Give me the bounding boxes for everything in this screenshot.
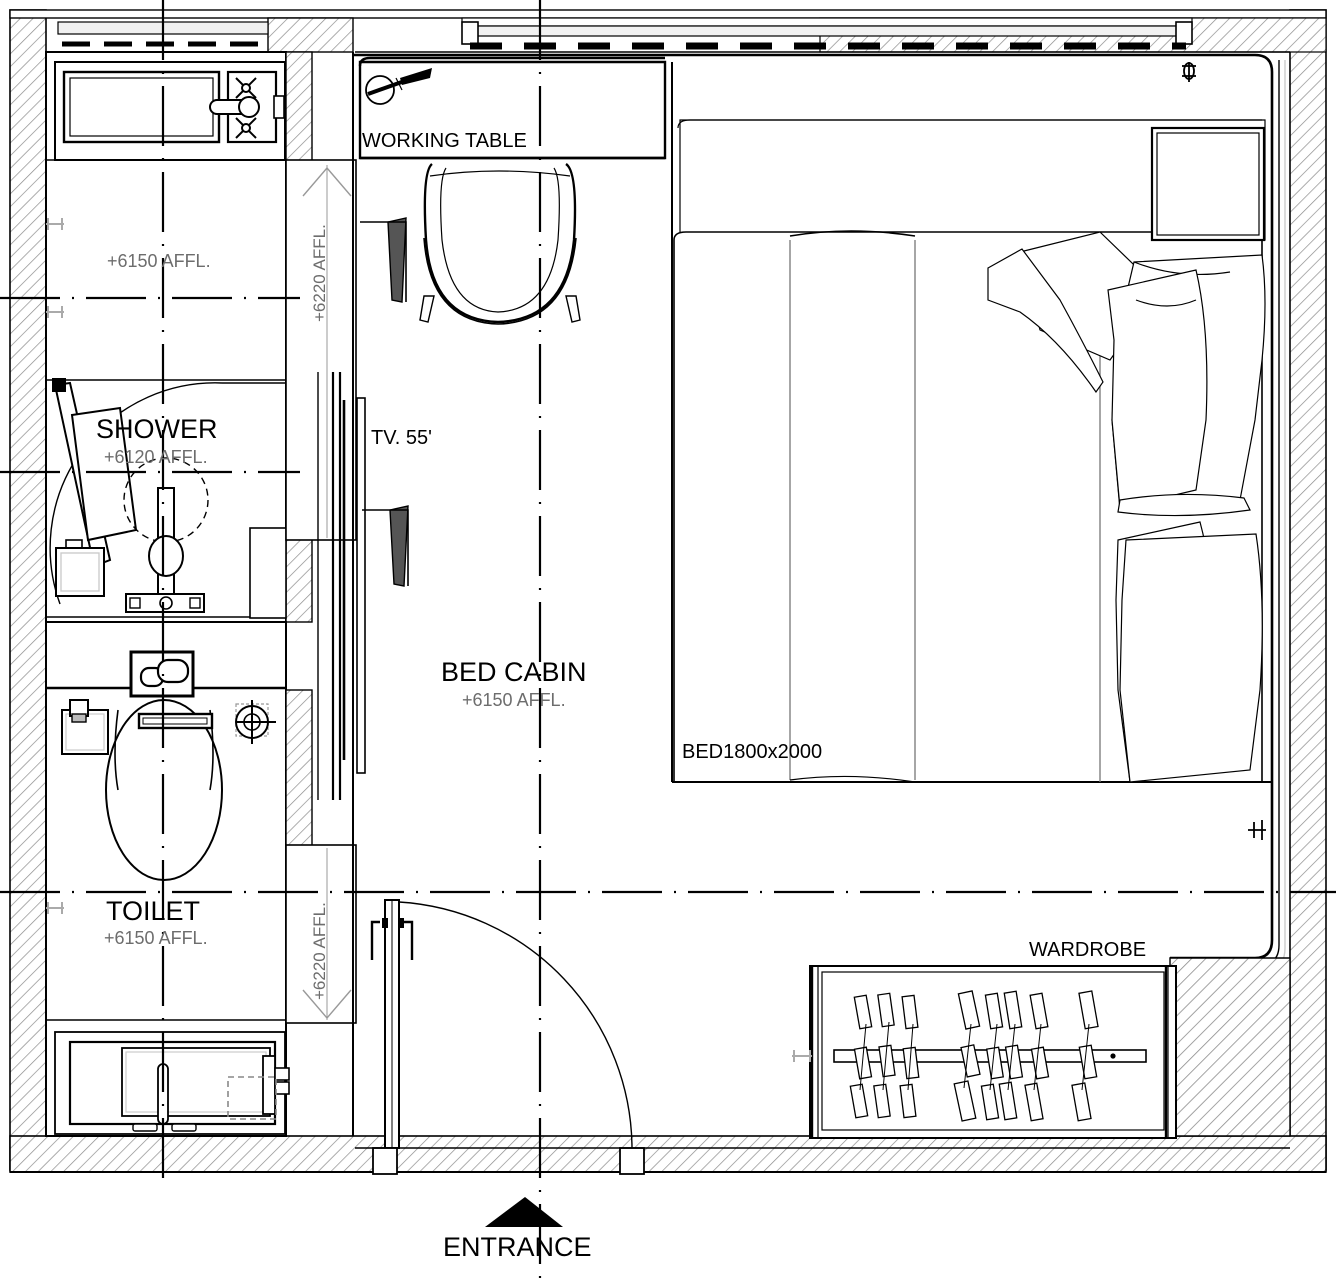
outer-walls xyxy=(9,9,1327,1173)
working-table-label: WORKING TABLE xyxy=(362,130,527,152)
bed-size-label: BED1800x2000 xyxy=(682,741,823,763)
corridor-elevation-upper-label: +6220 AFFL. xyxy=(310,224,329,322)
working-table xyxy=(358,56,667,160)
entrance-arrow xyxy=(485,1197,563,1227)
wardrobe-label: WARDROBE xyxy=(1029,939,1147,961)
bath-elevation-label: +6150 AFFL. xyxy=(107,251,211,271)
wall-bracket-right xyxy=(1248,820,1266,840)
tv-panel xyxy=(317,372,366,800)
nightstand xyxy=(1150,62,1266,242)
pillows xyxy=(1107,254,1266,783)
entrance-label: ENTRANCE xyxy=(443,1232,592,1262)
shower-elevation-label: +6120 AFFL. xyxy=(104,447,208,467)
toilet-elevation-label: +6150 AFFL. xyxy=(104,928,208,948)
reading-lamp xyxy=(1182,62,1196,82)
shower-room-label: SHOWER xyxy=(96,414,218,444)
bathtub-vanity-top xyxy=(54,21,286,161)
wardrobe xyxy=(792,965,1177,1139)
desk-chair xyxy=(419,163,581,325)
toilet-fixtures xyxy=(61,650,276,881)
bed-cabin-elevation-label: +6150 AFFL. xyxy=(462,690,566,710)
toilet-room-label: TOILET xyxy=(106,896,201,926)
bed-cabin-room-label: BED CABIN xyxy=(441,657,587,687)
shower-fixtures xyxy=(49,378,287,619)
dimension-ticks xyxy=(46,218,64,914)
entrance-door xyxy=(355,899,1290,1175)
flow-arrows xyxy=(360,217,409,587)
washbasin-counter xyxy=(54,1031,290,1135)
tv-label: TV. 55' xyxy=(371,427,432,449)
window-assembly xyxy=(355,17,1290,53)
corridor-elevation-lower-label: +6220 AFFL. xyxy=(310,902,329,1000)
